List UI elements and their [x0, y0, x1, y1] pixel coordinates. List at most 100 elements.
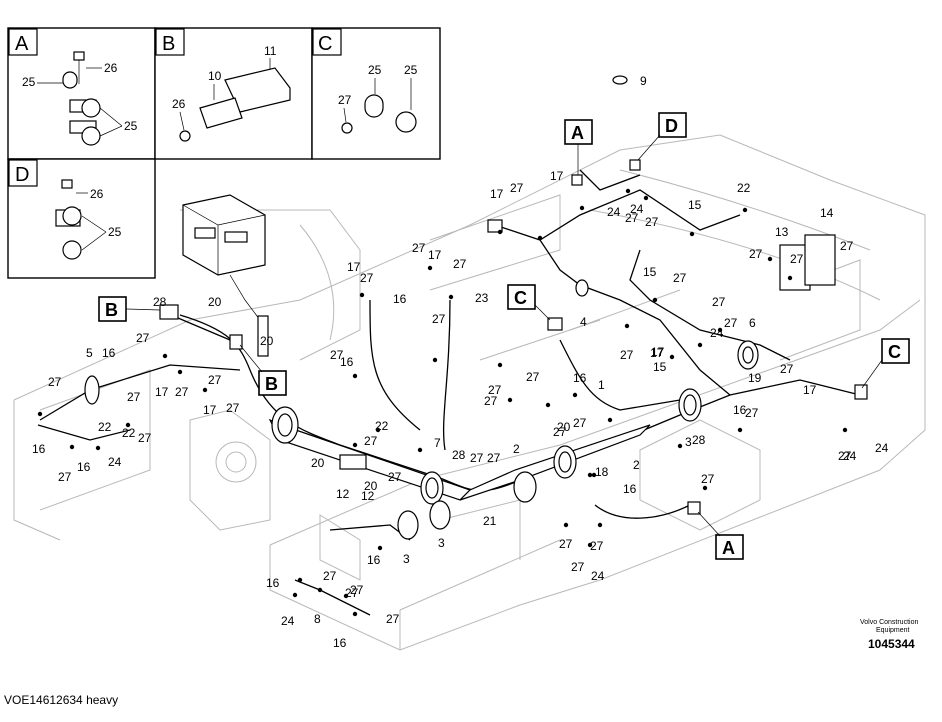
part-label: 27 [645, 215, 659, 229]
inset-panels: A B C D 26 25 25 11 10 26 [7, 27, 441, 279]
inset-c-label-25-right: 25 [404, 63, 418, 77]
part-label: 6 [749, 316, 756, 330]
part-label: 27 [364, 434, 378, 448]
fastener-dot [537, 235, 543, 241]
part-label: 18 [595, 465, 609, 479]
callout-a-top: A [571, 123, 584, 143]
part-label: 27 [790, 252, 804, 266]
fastener-dot [787, 275, 793, 281]
part-label: 27 [526, 370, 540, 384]
part-label: 27 [724, 316, 738, 330]
fastener-dot [297, 577, 303, 583]
part-label: 13 [775, 225, 789, 239]
part-label: 16 [393, 292, 407, 306]
part-label: 27 [701, 472, 715, 486]
part-label: 16 [266, 576, 280, 590]
part-label: 27 [620, 348, 634, 362]
part-label: 16 [32, 442, 46, 456]
part-label: 24 [875, 441, 889, 455]
fastener-dot [497, 229, 503, 235]
clamp-bolt-icon-d [55, 179, 82, 260]
fastener-dot [669, 354, 675, 360]
fastener-dot [352, 373, 358, 379]
callout-b: B [105, 300, 118, 320]
part-label: 12 [336, 487, 350, 501]
part-label: 16 [733, 403, 747, 417]
part-label: 27 [388, 470, 402, 484]
part-label: 27 [625, 211, 639, 225]
fastener-dot [717, 327, 723, 333]
part-label: 22 [122, 426, 136, 440]
fastener-dot [587, 472, 593, 478]
part-label: 20 [260, 334, 274, 348]
part-label: 27 [136, 331, 150, 345]
protection-tube [84, 75, 868, 540]
part-label: 27 [360, 271, 374, 285]
fastener-dot [317, 587, 323, 593]
inset-letter-a: A [15, 33, 29, 55]
fastener-dot [125, 422, 131, 428]
part-label: 22 [375, 419, 389, 433]
fastener-dot [69, 444, 75, 450]
part-label: 27 [840, 239, 854, 253]
inset-a-label-26: 26 [104, 61, 118, 75]
part-label: 27 [453, 257, 467, 271]
fastener-dot [545, 402, 551, 408]
vendor-line-2: Equipment [876, 627, 910, 634]
control-unit [182, 194, 266, 321]
fastener-dot [587, 542, 593, 548]
inset-a-label-25-right: 25 [124, 119, 138, 133]
part-label: 20 [557, 420, 571, 434]
part-label: 3 [403, 552, 410, 566]
fastener-dot [652, 297, 658, 303]
part-label: 3 [685, 435, 692, 449]
part-label: 12 [361, 489, 375, 503]
fastener-dot [497, 362, 503, 368]
part-label: 17 [428, 248, 442, 262]
vendor-block: Volvo Construction Equipment 1045344 [860, 619, 918, 651]
fastener-dot [597, 522, 603, 528]
fastener-points [37, 188, 848, 617]
part-label: 24 [630, 202, 644, 216]
part-label: 27 [673, 271, 687, 285]
part-label: 27 [138, 431, 152, 445]
callout-b-lower: B [265, 374, 278, 394]
part-label: 22 [98, 420, 112, 434]
clip-icon [341, 94, 417, 134]
part-label: 27 [510, 181, 524, 195]
part-label: 4 [580, 315, 587, 329]
fastener-dot [689, 231, 695, 237]
inset-d-label-26: 26 [90, 187, 104, 201]
part-label: 16 [77, 460, 91, 474]
fastener-dot [95, 445, 101, 451]
clamp-bolt-icon [62, 51, 101, 146]
inset-b-label-10: 10 [208, 69, 222, 83]
fastener-dot [448, 294, 454, 300]
part-label: 24 [843, 449, 857, 463]
inset-d-label-25: 25 [108, 225, 122, 239]
fastener-dot [352, 611, 358, 617]
part-label: 17 [490, 187, 504, 201]
part-label: 16 [340, 355, 354, 369]
part-label: 16 [573, 371, 587, 385]
part-label: 28 [452, 448, 466, 462]
fastener-dot [375, 427, 381, 433]
part-label: 8 [314, 612, 321, 626]
part-label: 17 [155, 385, 169, 399]
part-label: 27 [323, 569, 337, 583]
fastener-dot [202, 387, 208, 393]
fastener-dot [624, 323, 630, 329]
fastener-dot [677, 443, 683, 449]
part-label: 7 [434, 436, 441, 450]
fastener-dot [702, 485, 708, 491]
fastener-dot [292, 592, 298, 598]
fastener-dot [177, 369, 183, 375]
fastener-dot [417, 447, 423, 453]
inset-a-label-25-left: 25 [22, 75, 36, 89]
part-label: 27 [48, 375, 62, 389]
part-label: 5 [86, 346, 93, 360]
part-label: 27 [559, 537, 573, 551]
part-label: 27 [838, 449, 852, 463]
inset-letter-d: D [15, 164, 29, 186]
part-label: 27 [412, 241, 426, 255]
